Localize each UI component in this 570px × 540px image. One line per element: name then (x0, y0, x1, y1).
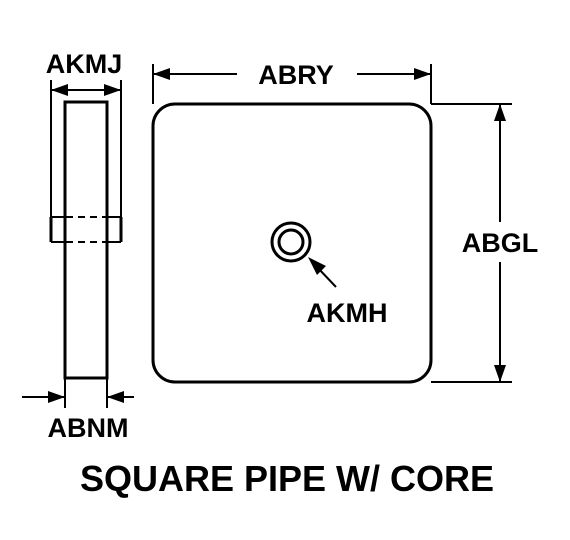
abgl-label: ABGL (462, 228, 539, 258)
callout-akmh: AKMH (307, 257, 388, 328)
dimension-akmj: AKMJ (46, 49, 123, 217)
abry-label: ABRY (258, 60, 334, 90)
arrowhead (494, 104, 506, 121)
arrowhead (107, 391, 124, 403)
core-outer-circle (270, 221, 312, 263)
dimension-abnm: ABNM (22, 378, 134, 443)
arrowhead (48, 391, 65, 403)
dimension-abgl: ABGL (431, 103, 539, 383)
akmj-label: AKMJ (46, 49, 123, 79)
side-view-body (63, 100, 109, 380)
arrowhead (414, 68, 431, 80)
abnm-label: ABNM (48, 413, 129, 443)
core-inner-circle (277, 228, 305, 256)
drawing-title: SQUARE PIPE W/ CORE (80, 458, 494, 499)
front-view (151, 102, 433, 384)
arrowhead (153, 68, 170, 80)
square-body (151, 102, 433, 384)
akmh-label: AKMH (307, 298, 388, 328)
side-view (49, 100, 123, 380)
arrowhead (494, 365, 506, 382)
dimension-abry: ABRY (152, 60, 432, 104)
arrowhead (51, 84, 68, 96)
arrowhead (104, 84, 121, 96)
arrowhead (308, 257, 326, 275)
